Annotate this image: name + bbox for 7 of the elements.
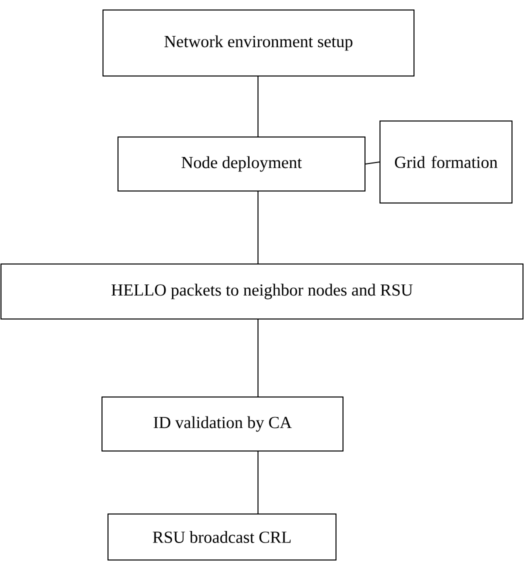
process-box: Grid formation — [380, 120, 512, 204]
process-box: ID validation by CA — [102, 396, 344, 452]
connector-line — [365, 162, 380, 164]
process-box: Node deployment — [118, 136, 366, 192]
process-box: RSU broadcast CRL — [108, 514, 336, 560]
process-box: Network environment setup — [102, 10, 414, 76]
process-box: HELLO packets to neighbor nodes and RSU — [0, 264, 524, 320]
